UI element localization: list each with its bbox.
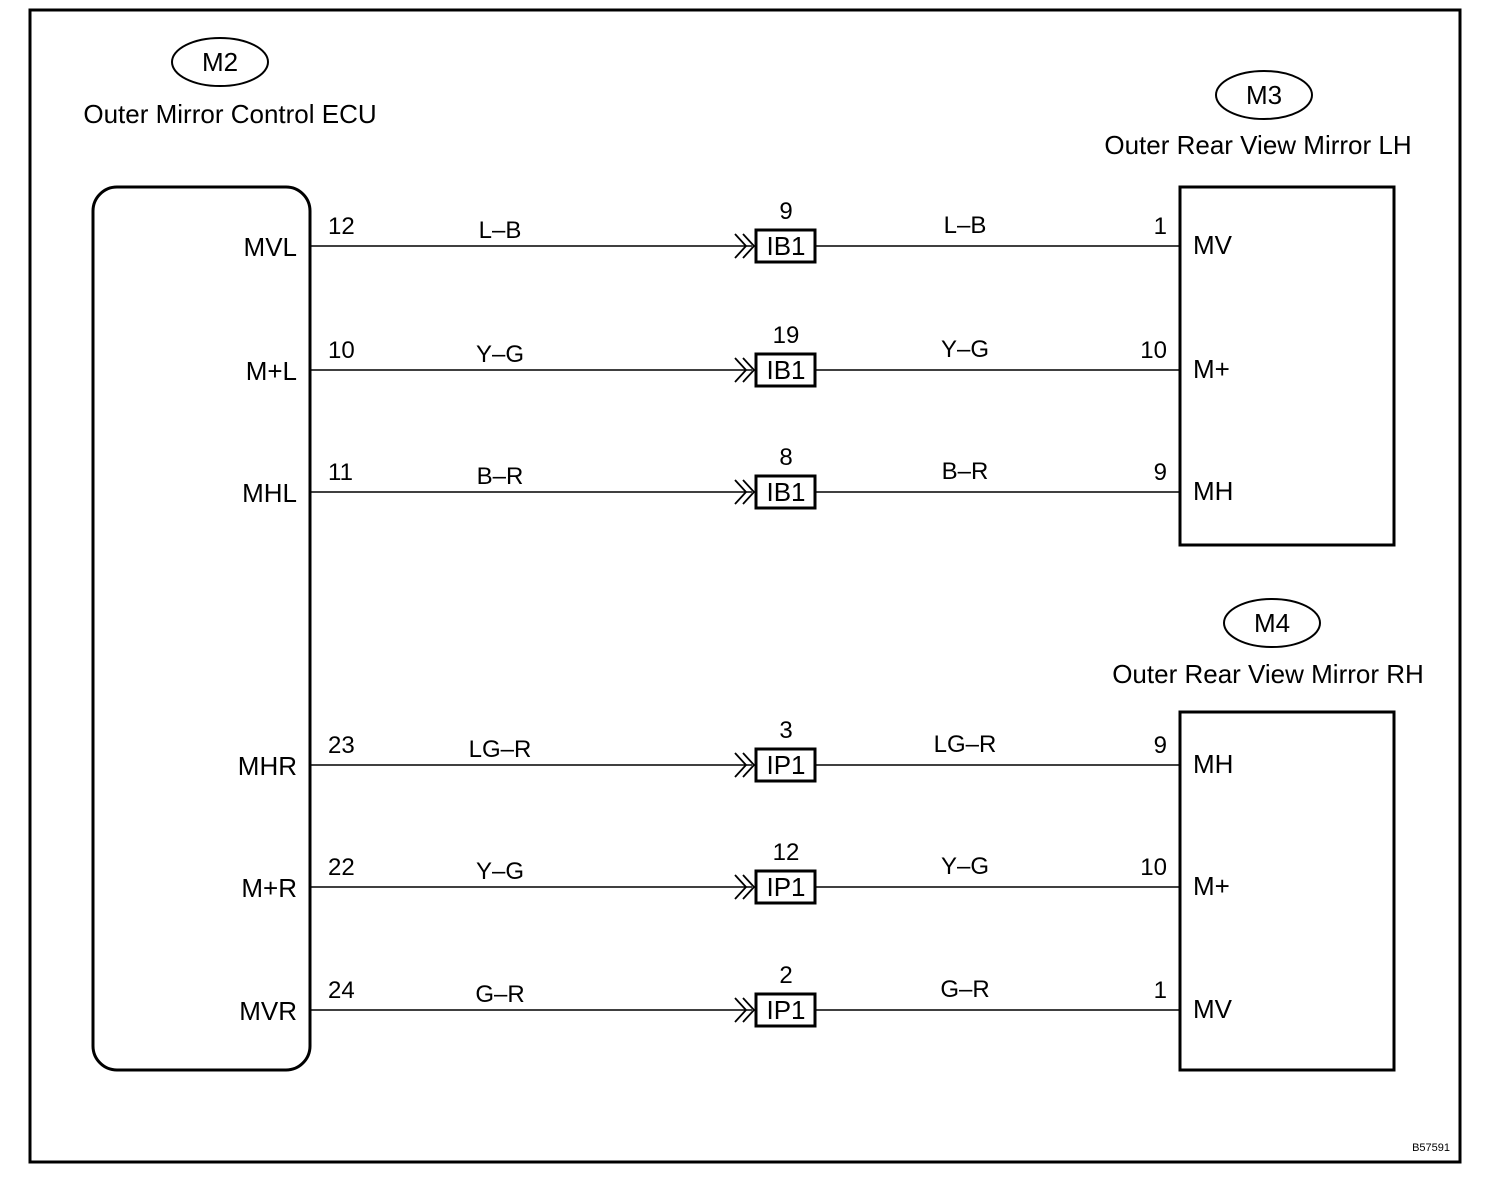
- junction-pin-number: 9: [779, 198, 792, 225]
- junction-label: IP1: [766, 995, 805, 1025]
- junction-box: [754, 474, 817, 510]
- wire-color-right: LG–R: [934, 731, 997, 758]
- mirror-pin-number: 9: [1154, 732, 1167, 759]
- junction-pin-number: 3: [779, 717, 792, 744]
- wire-color-left: Y–G: [476, 858, 524, 885]
- mirror-lh-connector-oval: [1215, 70, 1313, 120]
- wire-color-right: G–R: [940, 976, 989, 1003]
- junction-label: IP1: [766, 872, 805, 902]
- junction-label: IB1: [766, 477, 805, 507]
- wire-color-right: Y–G: [941, 853, 989, 880]
- ecu-box: [91, 185, 312, 1072]
- ecu-title: Outer Mirror Control ECU: [83, 99, 376, 129]
- connector-chevron: [734, 997, 756, 1023]
- ecu-terminal-label: MVL: [244, 232, 297, 262]
- wire-color-left: Y–G: [476, 341, 524, 368]
- wire-color-left: B–R: [477, 463, 524, 490]
- wire-color-left: L–B: [479, 217, 522, 244]
- connector-chevron: [734, 752, 756, 778]
- junction-pin-number: 8: [779, 444, 792, 471]
- mirror-lh-connector-label: M3: [1246, 80, 1282, 110]
- mirror-rh-title: Outer Rear View Mirror RH: [1112, 659, 1424, 689]
- mirror-terminal-label: MH: [1193, 749, 1233, 779]
- wire-color-right: L–B: [944, 212, 987, 239]
- mirror-terminal-label: MV: [1193, 230, 1233, 260]
- mirror-terminal-label: MH: [1193, 476, 1233, 506]
- mirror-pin-number: 9: [1154, 459, 1167, 486]
- mirror-terminal-label: MV: [1193, 994, 1233, 1024]
- circuit-2: M+L 10 Y–G IB1 19Y–G 10M+: [246, 322, 1230, 388]
- connector-chevron: [734, 357, 756, 383]
- junction-pin-number: 12: [773, 839, 800, 866]
- ecu-terminal-label: M+R: [241, 873, 297, 903]
- mirror-rh-connector-oval: [1223, 598, 1321, 648]
- ecu-terminal-label: MHL: [242, 478, 297, 508]
- mirror-pin-number: 10: [1140, 337, 1167, 364]
- circuit-4: MHR 23 LG–R IP1 3LG–R 9MH: [238, 717, 1233, 783]
- mirror-lh-box: [1178, 185, 1396, 547]
- circuit-5: M+R 22 Y–G IP1 12Y–G 10M+: [241, 839, 1230, 905]
- junction-label: IB1: [766, 355, 805, 385]
- junction-label: IB1: [766, 231, 805, 261]
- junction-box: [754, 747, 817, 783]
- ecu-pin-number: 11: [328, 459, 353, 486]
- mirror-terminal-label: M+: [1193, 354, 1230, 384]
- diagram-border: [28, 8, 1462, 1164]
- wire-color-left: G–R: [475, 981, 524, 1008]
- connector-chevron: [734, 479, 756, 505]
- ecu-pin-number: 22: [328, 854, 355, 881]
- mirror-pin-number: 1: [1154, 213, 1167, 240]
- mirror-terminal-label: M+: [1193, 871, 1230, 901]
- junction-box: [754, 228, 817, 264]
- junction-pin-number: 2: [779, 962, 792, 989]
- diagram-id: B57591: [1412, 1142, 1450, 1154]
- ecu-pin-number: 12: [328, 213, 355, 240]
- wire-color-right: B–R: [942, 458, 989, 485]
- wire-color-right: Y–G: [941, 336, 989, 363]
- junction-box: [754, 869, 817, 905]
- ecu-pin-number: 23: [328, 732, 355, 759]
- ecu-terminal-label: MVR: [239, 996, 297, 1026]
- connector-chevron: [734, 874, 756, 900]
- wire-color-left: LG–R: [469, 736, 532, 763]
- ecu-connector-label: M2: [202, 47, 238, 77]
- circuit-1: MVL 12 L–B IB1 9L–B 1MV: [244, 198, 1233, 264]
- ecu-pin-number: 24: [328, 977, 355, 1004]
- junction-pin-number: 19: [773, 322, 800, 349]
- ecu-connector-oval: [171, 37, 269, 87]
- mirror-rh-box: [1178, 710, 1396, 1072]
- ecu-pin-number: 10: [328, 337, 355, 364]
- junction-label: IP1: [766, 750, 805, 780]
- circuit-3: MHL 11 B–R IB1 8B–R 9MH: [242, 444, 1233, 510]
- mirror-pin-number: 10: [1140, 854, 1167, 881]
- connector-chevron: [734, 233, 756, 259]
- ecu-terminal-label: MHR: [238, 751, 297, 781]
- junction-box: [754, 992, 817, 1028]
- ecu-terminal-label: M+L: [246, 356, 297, 386]
- mirror-pin-number: 1: [1154, 977, 1167, 1004]
- mirror-rh-connector-label: M4: [1254, 608, 1290, 638]
- circuit-6: MVR 24 G–R IP1 2G–R 1MV: [239, 962, 1233, 1028]
- mirror-lh-title: Outer Rear View Mirror LH: [1104, 130, 1411, 160]
